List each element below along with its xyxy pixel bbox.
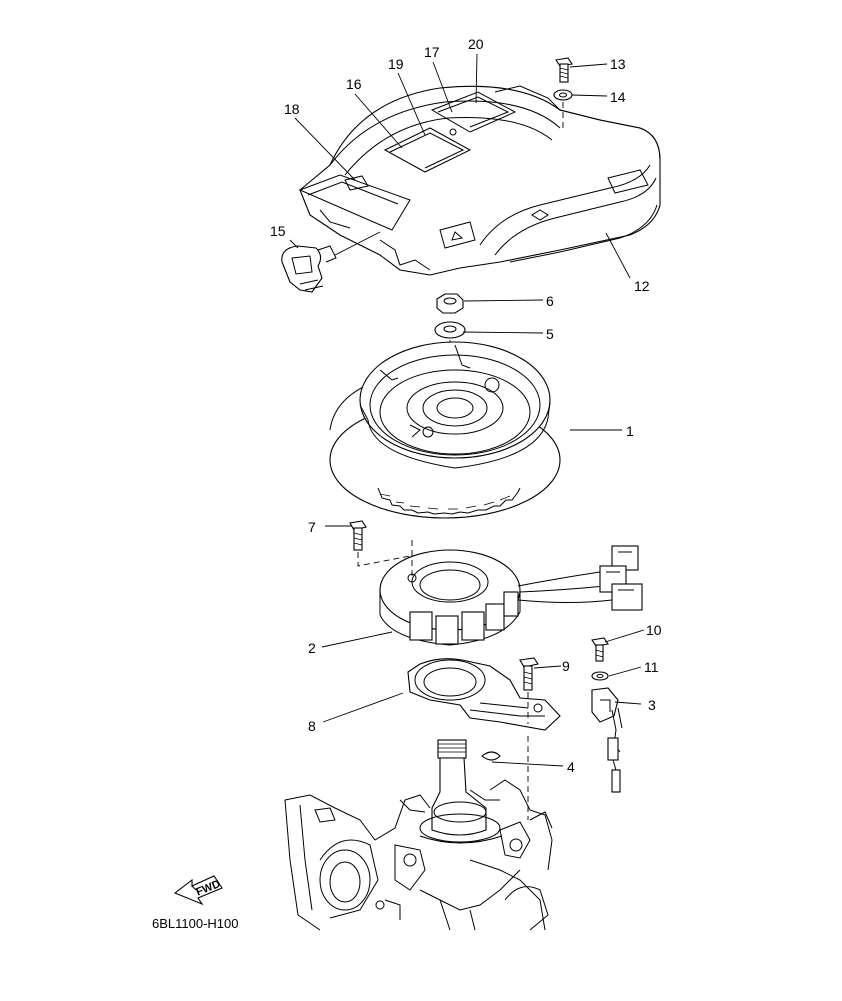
part-label-14: 14 xyxy=(610,89,626,105)
bolt-10-shape xyxy=(591,637,609,662)
part-label-17: 17 xyxy=(424,44,440,60)
part-label-16: 16 xyxy=(346,76,362,92)
pulser-coil xyxy=(591,687,623,793)
part-label-6: 6 xyxy=(546,293,554,309)
part-label-15: 15 xyxy=(270,223,286,239)
part-label-4: 4 xyxy=(567,759,575,775)
cable-clip xyxy=(281,245,337,293)
woodruff-key xyxy=(481,751,501,761)
leader-lines xyxy=(289,53,645,767)
diagram-code: 6BL1100-H100 xyxy=(152,916,239,931)
bolt-13-shape xyxy=(555,57,573,83)
stator xyxy=(379,540,643,646)
part-label-11: 11 xyxy=(644,659,659,675)
part-label-7: 7 xyxy=(308,519,316,535)
nut-6-shape xyxy=(436,293,464,314)
part-label-8: 8 xyxy=(308,718,316,734)
part-label-1: 1 xyxy=(626,423,634,439)
part-label-2: 2 xyxy=(308,640,316,656)
part-label-20: 20 xyxy=(468,36,484,52)
forward-arrow-icon xyxy=(173,875,223,906)
flywheel xyxy=(329,341,561,519)
fwd-label: FWD xyxy=(194,878,222,899)
part-label-5: 5 xyxy=(546,326,554,342)
bolt-7-shape xyxy=(349,520,411,567)
part-label-10: 10 xyxy=(646,622,662,638)
part-label-13: 13 xyxy=(610,56,626,72)
part-label-12: 12 xyxy=(634,278,650,294)
part-label-3: 3 xyxy=(648,697,656,713)
washer-11-shape xyxy=(591,671,609,681)
stator-base xyxy=(407,658,561,820)
bolt-9-shape xyxy=(519,657,539,691)
part-label-9: 9 xyxy=(562,658,570,674)
part-label-18: 18 xyxy=(284,101,300,117)
part-label-19: 19 xyxy=(388,56,404,72)
flywheel-cover xyxy=(298,85,661,276)
powerhead-block xyxy=(284,739,553,931)
washer-5-shape xyxy=(434,321,466,339)
part-labels: 1 2 3 4 5 6 7 8 9 10 11 12 13 14 15 16 1… xyxy=(270,36,662,775)
